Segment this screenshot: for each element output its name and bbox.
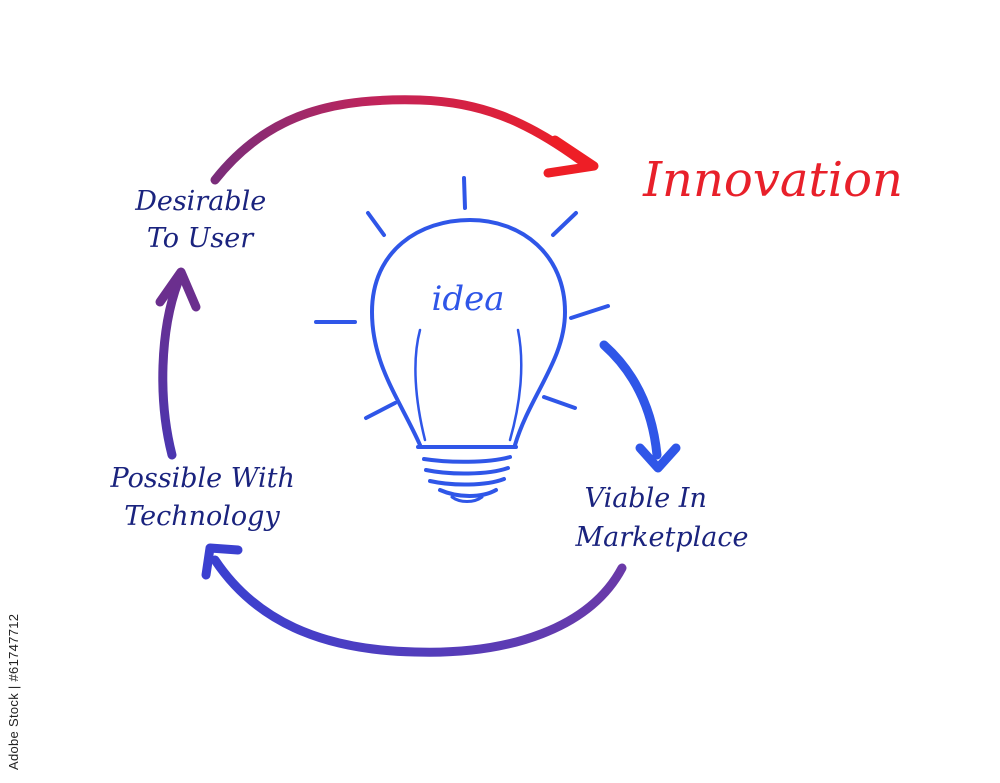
arrow-to-desirable — [155, 267, 201, 460]
innovation-title: Innovation — [642, 152, 903, 208]
node-viable-line-2: Marketplace — [575, 522, 749, 553]
node-viable-line-1: Viable In — [585, 483, 707, 514]
node-possible-line-2: Technology — [124, 501, 280, 532]
arrow-to-possible — [201, 543, 627, 657]
bulb-label: idea — [431, 279, 504, 319]
node-viable: Viable In Marketplace — [575, 483, 749, 553]
node-desirable-line-1: Desirable — [134, 186, 266, 217]
node-possible: Possible With Technology — [110, 463, 304, 532]
node-possible-line-1: Possible With — [110, 463, 295, 494]
arrow-to-innovation — [210, 95, 599, 185]
stock-watermark: Adobe Stock | #61747712 — [6, 613, 21, 770]
arrow-to-viable — [599, 340, 681, 473]
node-desirable: Desirable To User — [134, 186, 275, 254]
lightbulb-icon — [314, 176, 610, 503]
node-desirable-line-2: To User — [147, 223, 255, 254]
